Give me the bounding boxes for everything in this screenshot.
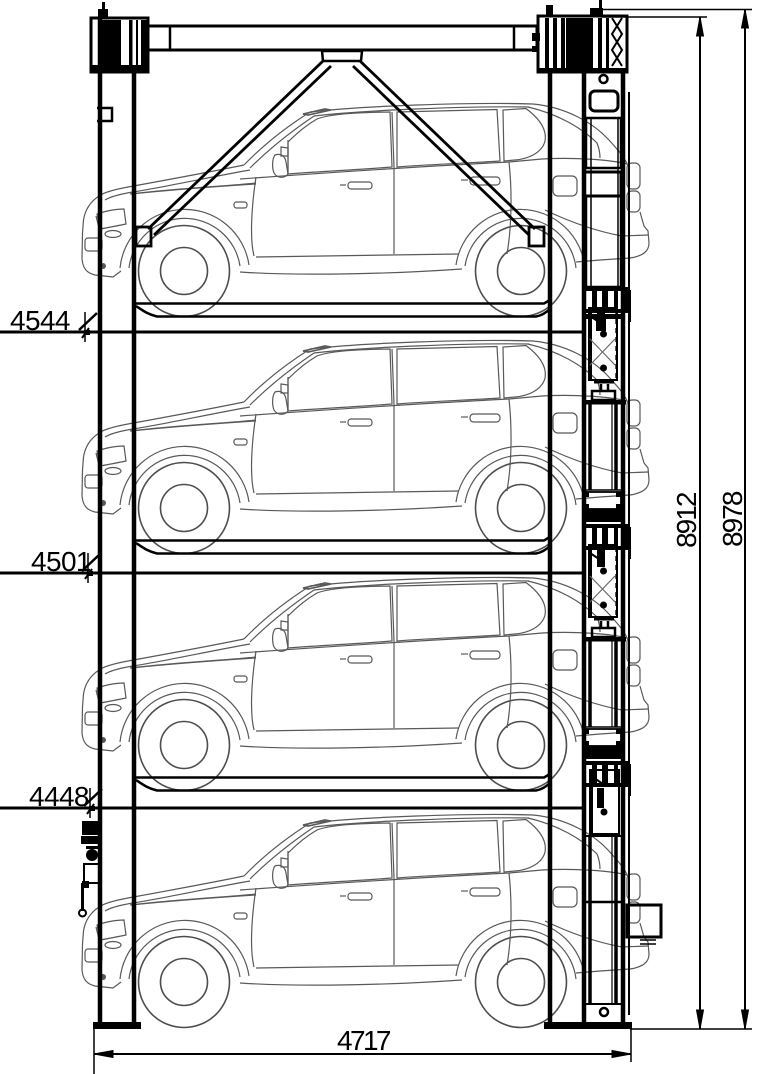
svg-text:4448: 4448 [29, 781, 89, 812]
svg-text:8912: 8912 [671, 492, 702, 548]
svg-text:4717: 4717 [337, 1025, 391, 1056]
svg-text:4501: 4501 [31, 546, 91, 577]
svg-text:8978: 8978 [717, 491, 748, 547]
svg-text:4544: 4544 [10, 305, 70, 336]
